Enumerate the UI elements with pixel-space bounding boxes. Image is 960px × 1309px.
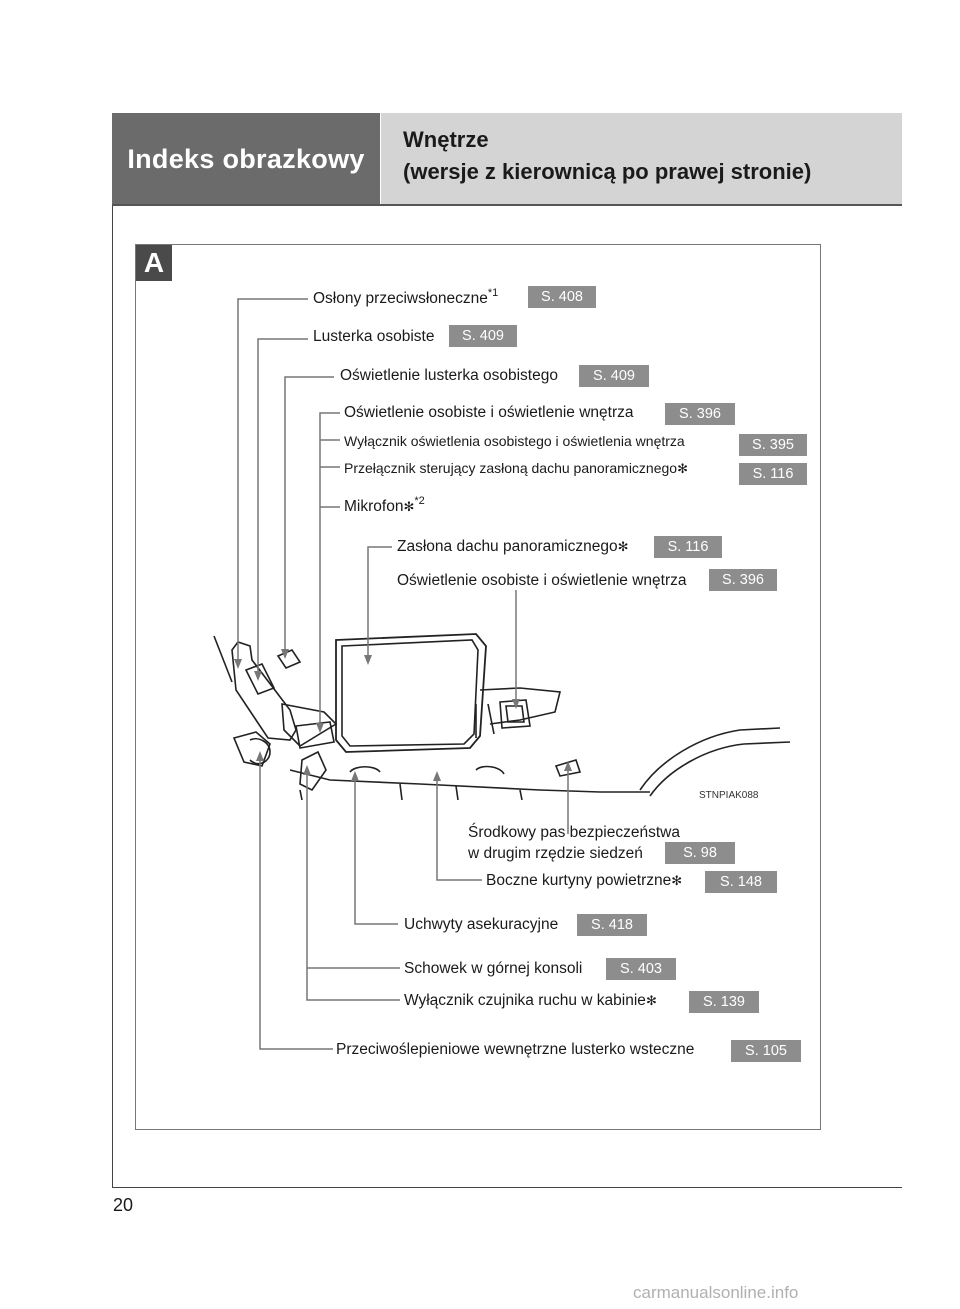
label-assist-grips: Uchwyty asekuracyjne <box>404 916 559 933</box>
label-microphone: Mikrofon✻*2 <box>344 495 425 515</box>
section-header: Indeks obrazkowy <box>112 113 380 205</box>
label-sun-visors: Osłony przeciwsłoneczne*1 <box>313 287 499 307</box>
label-personal-interior-lights-rear: Oświetlenie osobiste i oświetlenie wnętr… <box>397 572 687 589</box>
label-center-seatbelt-line2: w drugim rzędzie siedzeń <box>468 845 643 862</box>
page-title: Wnętrze <box>403 127 489 152</box>
label-panoramic-shade-switch: Przełącznik sterujący zasłoną dachu pano… <box>344 460 688 476</box>
page-number: 20 <box>113 1195 134 1215</box>
footer-watermark: carmanualsonline.info <box>633 1283 799 1302</box>
interior-drawing <box>213 633 791 801</box>
label-personal-interior-lights-front: Oświetlenie osobiste i oświetlenie wnętr… <box>344 404 634 421</box>
ref-personal-interior-lights-front: S. 396 <box>665 403 735 425</box>
page-frame-bottom <box>112 1187 902 1188</box>
ref-curtain-airbags: S. 148 <box>705 871 777 893</box>
page-subtitle: (wersje z kierownicą po prawej stronie) <box>403 159 812 184</box>
label-light-switch: Wyłącznik oświetlenia osobistego i oświe… <box>344 433 685 449</box>
ref-overhead-console: S. 403 <box>606 958 676 980</box>
page-title-block: Wnętrze (wersje z kierownicą po prawej s… <box>381 113 902 205</box>
label-overhead-console: Schowek w górnej konsoli <box>404 960 583 977</box>
ref-vanity-lights: S. 409 <box>579 365 649 387</box>
ref-intrusion-sensor-switch: S. 139 <box>689 991 759 1013</box>
label-rearview-mirror: Przeciwoślepieniowe wewnętrzne lusterko … <box>336 1041 695 1058</box>
ref-sun-visors: S. 408 <box>528 286 596 308</box>
label-center-seatbelt-line1: Środkowy pas bezpieczeństwa <box>468 824 680 841</box>
ref-panoramic-shade: S. 116 <box>654 536 722 558</box>
ref-vanity-mirrors: S. 409 <box>449 325 517 347</box>
label-vanity-lights: Oświetlenie lusterka osobistego <box>340 367 558 384</box>
ref-personal-interior-lights-rear: S. 396 <box>709 569 777 591</box>
ref-center-seatbelt: S. 98 <box>665 842 735 864</box>
section-title: Indeks obrazkowy <box>127 143 365 174</box>
ref-assist-grips: S. 418 <box>577 914 647 936</box>
figure-code: STNPIAK088 <box>699 790 759 801</box>
label-panoramic-shade: Zasłona dachu panoramicznego✻ <box>397 538 629 555</box>
ref-rearview-mirror: S. 105 <box>731 1040 801 1062</box>
label-curtain-airbags: Boczne kurtyny powietrzne✻ <box>486 872 683 889</box>
label-vanity-mirrors: Lusterka osobiste <box>313 328 435 345</box>
figure-badge: A <box>136 245 172 281</box>
label-intrusion-sensor-switch: Wyłącznik czujnika ruchu w kabinie✻ <box>404 992 657 1009</box>
figure-panel <box>135 244 821 1130</box>
page-frame-left <box>112 113 113 1188</box>
header-divider <box>112 204 902 206</box>
ref-panoramic-shade-switch: S. 116 <box>739 463 807 485</box>
ref-light-switch: S. 395 <box>739 434 807 456</box>
leader-lines <box>234 298 572 1050</box>
